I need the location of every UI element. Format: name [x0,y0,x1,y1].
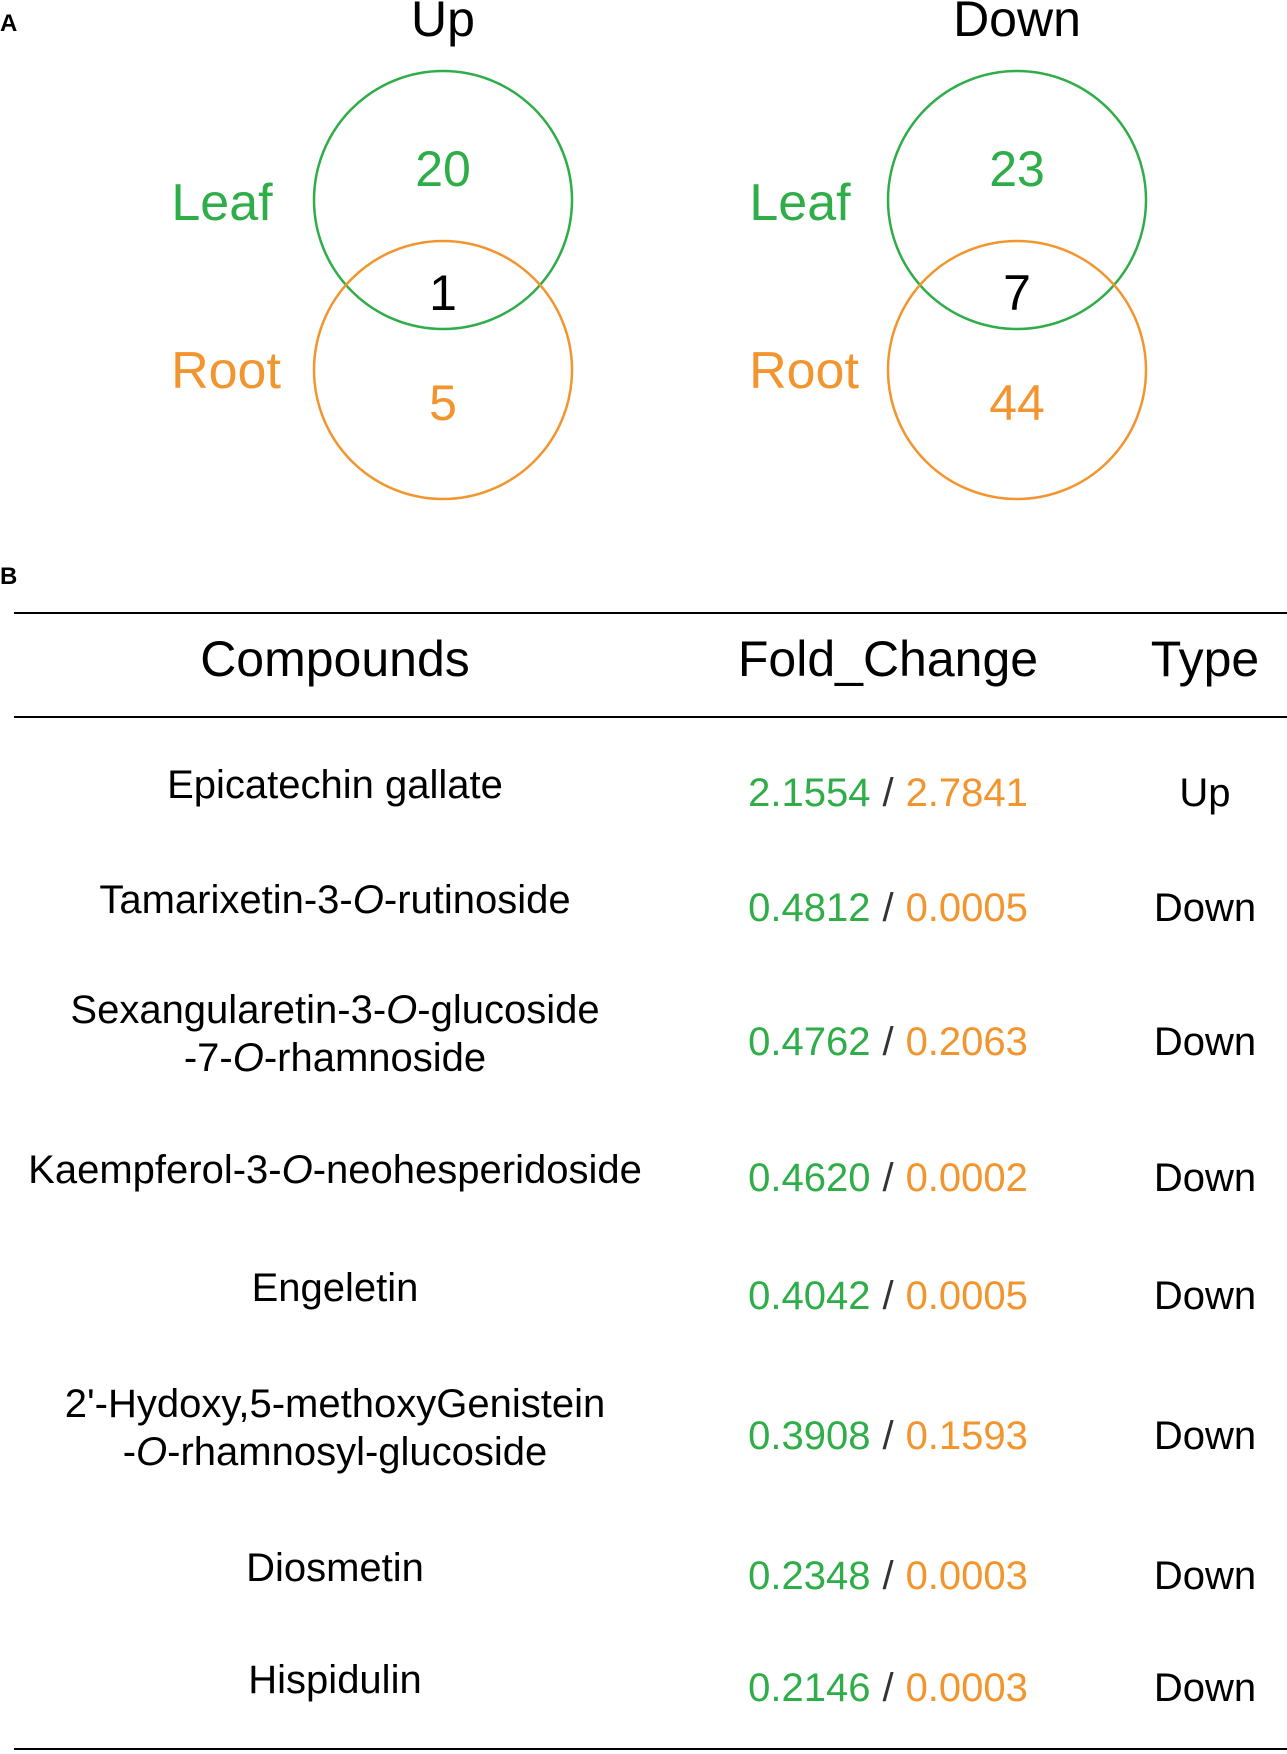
venn-down-title: Down [953,0,1081,47]
type-cell: Down [1153,1666,1257,1710]
fold-change-separator: / [882,1554,894,1598]
venn-down-root-count: 44 [989,375,1045,431]
compound-cell: Epicatechin gallate [0,761,670,809]
leaf-fold-change: 2.1554 [748,771,871,815]
venn-up-leaf-label: Leaf [171,174,273,232]
compound-cell: Hispidulin [0,1656,670,1704]
fold-change-cell: 0.2146/0.0003 [688,1664,1088,1712]
fold-change-cell: 0.4812/0.0005 [688,884,1088,932]
leaf-fold-change: 0.4812 [748,886,871,930]
compound-cell: Engeletin [0,1264,670,1312]
header-type: Type [1150,631,1260,687]
venn-up-root-label: Root [171,342,281,400]
leaf-fold-change: 0.4042 [748,1274,871,1318]
type-cell: Down [1153,1020,1257,1064]
fold-change-cell: 0.4042/0.0005 [688,1272,1088,1320]
type-cell: Down [1153,1274,1257,1318]
type-cell: Down [1153,1554,1257,1598]
fold-change-cell: 0.4620/0.0002 [688,1154,1088,1202]
root-fold-change: 0.0002 [905,1156,1028,1200]
venn-up-leaf-circle [312,69,574,331]
panel-b-label: B [0,563,18,590]
root-fold-change: 0.0003 [905,1554,1028,1598]
table-header-rule [14,716,1287,718]
compound-name-line: Kaempferol-3-O-neohesperidoside [28,1148,642,1192]
venn-up-root-count: 5 [429,375,457,431]
root-fold-change: 0.0005 [905,886,1028,930]
compound-name-line: -O-rhamnosyl-glucoside [122,1430,548,1474]
type-cell: Up [1179,771,1231,815]
compound-name-line: -7-O-rhamnoside [183,1036,487,1080]
venn-down-root-label: Root [749,342,859,400]
table-bottom-rule [14,1748,1287,1750]
venn-down: Down Leaf Root 23 7 44 [749,0,1148,501]
fold-change-separator: / [882,1414,894,1458]
compound-cell: 2'-Hydoxy,5-methoxyGenistein-O-rhamnosyl… [0,1380,670,1476]
venn-down-leaf-count: 23 [989,141,1045,197]
type-cell: Down [1153,886,1257,930]
leaf-fold-change: 0.4620 [748,1156,871,1200]
leaf-fold-change: 0.3908 [748,1414,871,1458]
compound-cell: Diosmetin [0,1544,670,1592]
venn-down-root-circle [886,239,1148,501]
compound-cell: Tamarixetin-3-O-rutinoside [0,876,670,924]
fold-change-cell: 0.4762/0.2063 [688,1018,1088,1066]
header-compounds: Compounds [200,631,470,687]
root-fold-change: 0.0005 [905,1274,1028,1318]
compound-name-line: Engeletin [251,1266,419,1310]
fold-change-separator: / [882,1020,894,1064]
compound-name-line: Epicatechin gallate [167,763,503,807]
venn-up-root-circle [312,239,574,501]
leaf-fold-change: 0.2146 [748,1666,871,1710]
header-fold-change: Fold_Change [737,631,1039,687]
compound-name-line: Tamarixetin-3-O-rutinoside [99,878,571,922]
fold-change-separator: / [882,886,894,930]
root-fold-change: 0.0003 [905,1666,1028,1710]
root-fold-change: 0.2063 [905,1020,1028,1064]
root-fold-change: 0.1593 [905,1414,1028,1458]
venn-up-leaf-count: 20 [415,141,471,197]
fold-change-separator: / [882,1274,894,1318]
type-cell: Down [1153,1156,1257,1200]
fold-change-separator: / [882,1156,894,1200]
compound-name-line: 2'-Hydoxy,5-methoxyGenistein [64,1382,606,1426]
venn-up-title: Up [411,0,475,47]
venn-up-overlap-count: 1 [429,265,457,321]
type-cell: Down [1153,1414,1257,1458]
venn-down-leaf-label: Leaf [749,174,851,232]
compound-cell: Kaempferol-3-O-neohesperidoside [0,1146,670,1194]
fold-change-cell: 2.1554/2.7841 [688,769,1088,817]
venn-down-overlap-count: 7 [1003,265,1031,321]
compound-name-line: Diosmetin [246,1546,424,1590]
fold-change-cell: 0.2348/0.0003 [688,1552,1088,1600]
root-fold-change: 2.7841 [905,771,1028,815]
table-top-rule [14,612,1287,614]
compound-name-line: Sexangularetin-3-O-glucoside [70,988,600,1032]
fold-change-separator: / [882,771,894,815]
leaf-fold-change: 0.4762 [748,1020,871,1064]
panel-a-label: A [0,10,18,37]
fold-change-cell: 0.3908/0.1593 [688,1412,1088,1460]
venn-up: Up Leaf Root 20 1 5 [171,0,574,501]
venn-down-leaf-circle [886,69,1148,331]
leaf-fold-change: 0.2348 [748,1554,871,1598]
venn-diagrams: Up Leaf Root 20 1 5 Down Leaf Root 23 7 … [171,0,1148,501]
fold-change-separator: / [882,1666,894,1710]
compound-name-line: Hispidulin [248,1658,422,1702]
compound-cell: Sexangularetin-3-O-glucoside-7-O-rhamnos… [0,986,670,1082]
